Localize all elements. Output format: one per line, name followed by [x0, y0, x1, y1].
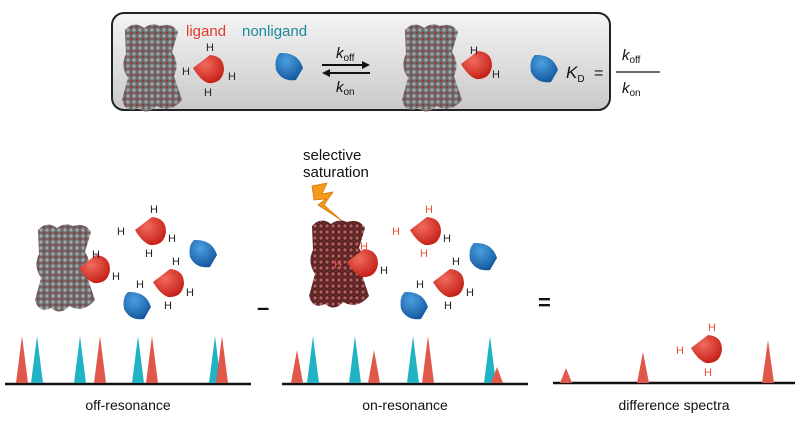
svg-text:H: H	[172, 256, 180, 268]
nonligand-peak	[349, 336, 361, 383]
svg-text:H: H	[112, 271, 120, 283]
ligand-peak	[491, 367, 503, 383]
ligand-peak	[762, 340, 774, 383]
saturation-label-1: selective	[303, 147, 361, 164]
svg-text:H: H	[704, 367, 712, 379]
svg-text:H: H	[334, 259, 342, 271]
svg-text:H: H	[204, 87, 212, 99]
nonligand	[400, 291, 428, 320]
bound-ligand: HH	[79, 249, 120, 284]
svg-text:H: H	[470, 45, 478, 57]
svg-text:H: H	[676, 345, 684, 357]
equals-sign: =	[538, 290, 551, 315]
svg-text:H: H	[452, 256, 460, 268]
kd-equation: KD = koff kon	[566, 47, 660, 99]
ligand-peak	[216, 336, 228, 383]
ligand: H H H H	[136, 256, 194, 312]
ligand-peak	[94, 336, 106, 383]
svg-text:H: H	[392, 226, 400, 238]
ligand-peak	[637, 352, 649, 383]
nonligand-label: nonligand	[242, 23, 307, 40]
svg-text:H: H	[92, 249, 100, 261]
protein-bound	[402, 24, 462, 112]
k-off-label: koff	[336, 45, 355, 64]
ligand: H H H H	[117, 204, 176, 260]
bound-ligand: H H	[461, 45, 500, 81]
nonligand-peak	[484, 336, 496, 383]
ligand-peak	[146, 336, 158, 383]
spectrum-peaks	[16, 336, 774, 383]
svg-text:kon: kon	[622, 80, 641, 99]
svg-text:H: H	[168, 233, 176, 245]
difference-ligand: H H H	[676, 322, 722, 379]
equilibrium-box: ligand nonligand H H H H koff kon H H KD…	[111, 12, 660, 112]
svg-text:H: H	[416, 279, 424, 291]
svg-text:=: =	[594, 65, 603, 82]
nonligand	[189, 239, 217, 268]
svg-text:H: H	[182, 66, 190, 78]
svg-text:H: H	[420, 248, 428, 260]
svg-text:H: H	[206, 42, 214, 54]
svg-text:H: H	[136, 279, 144, 291]
ligand-molecule: H H H H	[182, 42, 236, 99]
lightning-icon	[311, 182, 342, 221]
minus-sign: –	[257, 295, 269, 320]
ligand-peak	[16, 336, 28, 383]
on-resonance-label: on-resonance	[362, 397, 448, 413]
nonligand-peak	[132, 336, 144, 383]
nonligand	[469, 242, 497, 271]
svg-text:H: H	[117, 226, 125, 238]
nonligand	[123, 291, 151, 320]
svg-text:H: H	[228, 71, 236, 83]
nonligand-peak	[74, 336, 86, 383]
svg-text:H: H	[444, 300, 452, 312]
ligand: H H H H	[392, 204, 451, 260]
svg-text:H: H	[380, 265, 388, 277]
svg-text:H: H	[443, 233, 451, 245]
ligand-peak	[291, 350, 303, 383]
svg-text:H: H	[360, 241, 368, 253]
ligand-label: ligand	[186, 23, 226, 40]
ligand-peak	[560, 368, 572, 383]
svg-text:H: H	[708, 322, 716, 334]
svg-text:H: H	[492, 69, 500, 81]
svg-text:H: H	[145, 248, 153, 260]
nonligand-peak	[307, 336, 319, 383]
svg-text:KD: KD	[566, 63, 585, 85]
off-resonance-label: off-resonance	[85, 397, 171, 413]
saturation-label-2: saturation	[303, 164, 369, 181]
svg-text:H: H	[150, 204, 158, 216]
protein-free	[122, 24, 182, 112]
k-on-label: kon	[336, 79, 355, 98]
svg-text:H: H	[466, 287, 474, 299]
svg-text:H: H	[425, 204, 433, 216]
svg-text:koff: koff	[622, 47, 641, 66]
difference-spectra-label: difference spectra	[618, 397, 729, 413]
ligand-peak	[368, 350, 380, 383]
nonligand-peak	[31, 336, 43, 383]
nonligand-peak	[407, 336, 419, 383]
ligand-peak	[422, 336, 434, 383]
svg-text:H: H	[186, 287, 194, 299]
svg-text:H: H	[164, 300, 172, 312]
ligand: H H H H	[416, 256, 474, 312]
equilibrium-arrows	[322, 61, 370, 77]
